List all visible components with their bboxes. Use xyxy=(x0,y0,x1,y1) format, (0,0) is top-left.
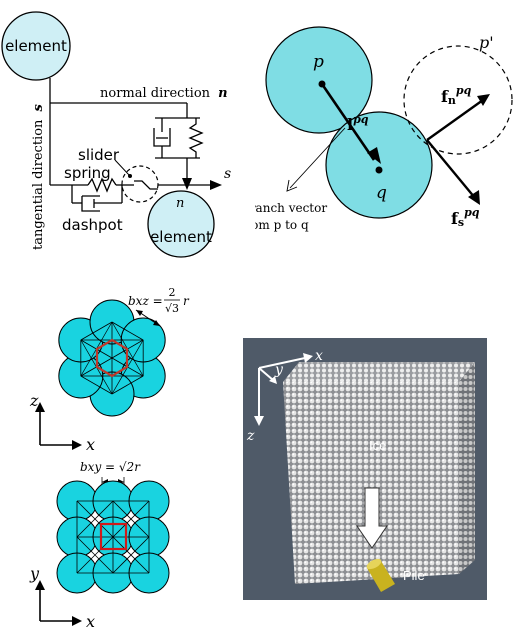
particle-p-prime xyxy=(403,45,513,155)
ice-motion-arrow xyxy=(356,487,388,549)
branch-vector-line2: from p to q xyxy=(255,218,309,232)
bxz-frac-r: r xyxy=(183,294,190,308)
axis-z3-arrowhead xyxy=(254,416,264,426)
bxy-label: bxy = √2r xyxy=(80,460,141,474)
hex-bond xyxy=(80,375,113,395)
ice-block-front xyxy=(283,382,459,584)
fn-vector-arrowhead xyxy=(477,94,490,106)
hex-bond xyxy=(111,321,144,341)
tangential-direction-label: tangential direction s xyxy=(31,103,46,250)
square-bond-diag xyxy=(112,536,150,574)
square-bond-diag xyxy=(76,536,114,574)
normal-direction-label: normal direction n xyxy=(100,86,228,101)
axis-x3-label: x xyxy=(315,348,323,364)
element-circle-top xyxy=(1,11,71,81)
center-q xyxy=(375,166,383,174)
axis-z-label: z xyxy=(29,391,39,410)
square-bond-diag xyxy=(112,500,150,538)
slider-pointer xyxy=(114,159,131,177)
axis-x3-line xyxy=(258,357,306,369)
n-axis-label: n xyxy=(176,196,184,211)
fs-vector-label: fspq xyxy=(451,206,480,229)
pile-cylinder xyxy=(366,558,395,592)
slider-circle xyxy=(121,165,159,203)
branch-vector-line1: Branch vector xyxy=(255,201,327,215)
slider-label: slider xyxy=(78,146,120,164)
label-q: q xyxy=(376,183,387,203)
normal-arrowhead xyxy=(182,178,192,190)
axis-x3-arrowhead xyxy=(303,353,313,363)
spring-label: spring xyxy=(64,164,111,182)
contact-forces-diagram: p q p' lpq Branch vector from p to q fnp… xyxy=(255,26,513,232)
s-axis-label: s xyxy=(224,166,231,182)
hexagonal-packing-diagram: bxz = 2 √3 r z x xyxy=(29,286,190,454)
axis-y3-arrowhead xyxy=(269,376,277,384)
ice-label: Ice xyxy=(369,438,386,453)
fn-vector-line xyxy=(426,99,484,141)
branch-pointer-head xyxy=(286,179,298,192)
ice-block-side xyxy=(459,362,475,574)
square-lattice-lines xyxy=(76,500,150,574)
bxz-arrow-b xyxy=(153,320,160,326)
fs-vector-line xyxy=(426,139,476,199)
element-circle-bottom xyxy=(147,190,215,258)
axis-y2-label: y xyxy=(29,564,40,583)
l-vector-arrowhead xyxy=(367,147,381,164)
hex-bond xyxy=(80,321,113,341)
axis-y3-line xyxy=(258,367,274,381)
label-p: p xyxy=(313,52,324,72)
s-arrowhead xyxy=(210,180,222,190)
bxz-frac-num: 2 xyxy=(169,286,176,299)
normal-spring-dashpot xyxy=(153,103,204,178)
square-packing-diagram: bxy = √2r y x xyxy=(29,460,170,631)
fs-vector-arrowhead xyxy=(468,190,480,205)
square-unit-cell xyxy=(99,522,128,551)
axis-x2-arrowhead xyxy=(72,616,82,626)
axis-y3-label: y xyxy=(274,362,284,378)
bxz-label: bxz = xyxy=(128,294,163,308)
contact-model-diagram: element normal direction n tangential di… xyxy=(1,11,231,258)
slider-pointer-dot xyxy=(128,174,132,178)
bxz-frac-den: √3 xyxy=(165,302,179,315)
dashpot-label: dashpot xyxy=(62,216,123,234)
axis-z3-label: z xyxy=(246,428,255,444)
axis-x-label: x xyxy=(86,435,95,454)
axis-z-arrowhead xyxy=(35,402,45,412)
tangential-spring-dashpot xyxy=(50,177,212,212)
fn-vector-label: fnpq xyxy=(441,84,472,107)
element-label-bottom: element xyxy=(150,228,212,246)
particle-q xyxy=(325,111,433,219)
axis-x2-label: x xyxy=(86,612,95,631)
l-vector-label: lpq xyxy=(347,113,369,134)
hex-unit-cell xyxy=(95,338,129,378)
label-p-prime: p' xyxy=(479,33,494,52)
ice-block-top xyxy=(283,362,475,382)
square-bond-diag xyxy=(76,500,114,538)
particle-p xyxy=(265,26,373,134)
hex-bond xyxy=(111,375,144,395)
axis-y-arrowhead xyxy=(35,580,45,590)
branch-pointer xyxy=(289,127,346,189)
pile-label: Pile xyxy=(403,568,425,583)
element-label-top: element xyxy=(5,37,67,55)
axis-x-arrowhead xyxy=(72,440,82,450)
l-vector-line xyxy=(320,83,376,161)
bxz-arrow-a xyxy=(136,310,143,316)
ice-pile-render: Ice Pile x y z xyxy=(243,338,487,600)
